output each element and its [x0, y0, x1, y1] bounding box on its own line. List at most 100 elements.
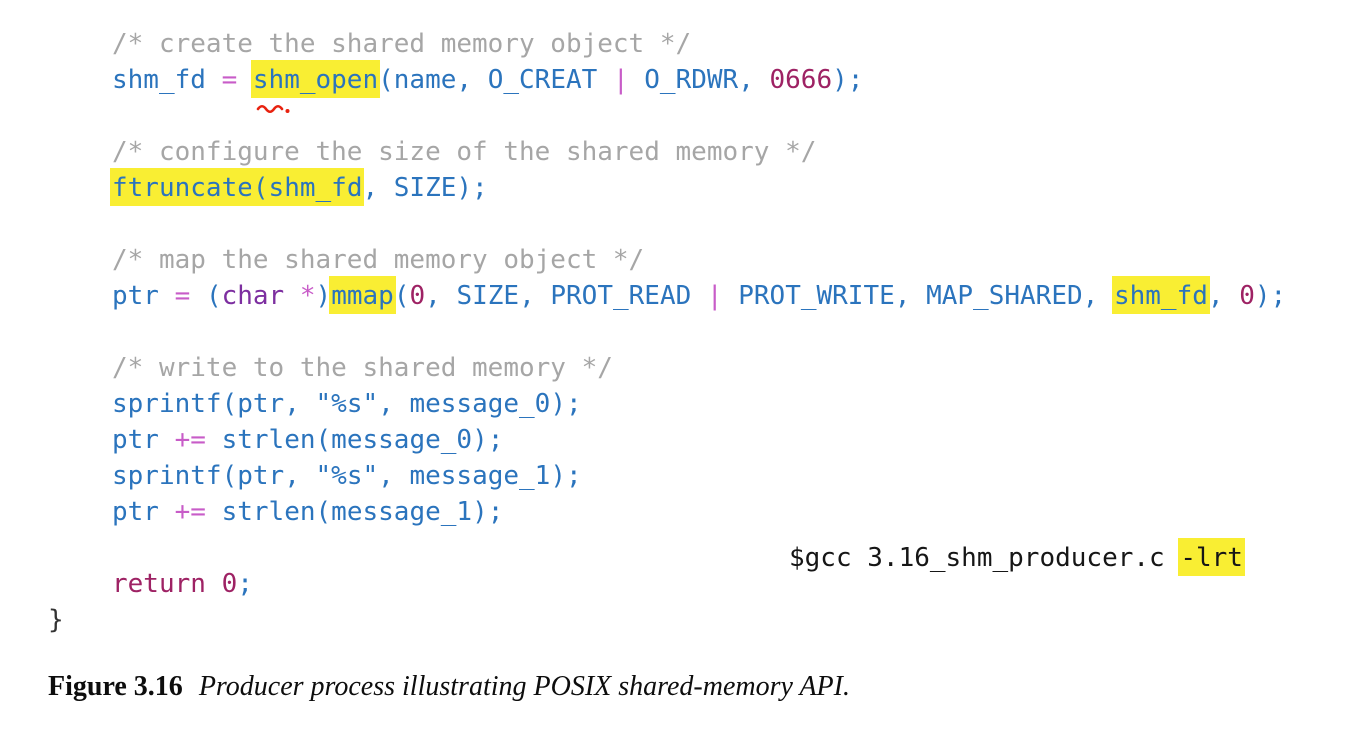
code-token: ,: [1207, 281, 1240, 311]
code-token: strlen: [221, 497, 316, 527]
code-token: );: [1254, 281, 1287, 311]
code-token: ,: [456, 65, 488, 95]
code-token: return: [112, 569, 222, 599]
code-token: O_RDWR: [644, 65, 739, 95]
code-token: ;: [237, 569, 253, 599]
code-token: |: [706, 281, 739, 311]
code-token: SIZE: [393, 173, 457, 203]
code-token: message_0: [331, 425, 473, 455]
code-token: 0666: [769, 65, 833, 95]
code-token: 0: [221, 569, 238, 599]
code-token: (: [315, 425, 332, 455]
code-line: ptr += strlen(message_1);: [48, 494, 1286, 530]
code-token: SIZE: [456, 281, 520, 311]
code-token: ,: [519, 281, 551, 311]
code-line: [48, 206, 1286, 242]
code-token: MAP_SHARED: [926, 281, 1083, 311]
highlighted-token: (: [250, 168, 271, 206]
code-token: PROT_READ: [550, 281, 707, 311]
code-token: /* configure the size of the shared memo…: [112, 137, 817, 167]
code-token: ptr: [237, 389, 285, 419]
code-token: message_0: [409, 389, 551, 419]
code-token: "%s": [315, 461, 379, 491]
code-token: ptr: [112, 425, 175, 455]
code-line: /* map the shared memory object */: [48, 242, 1286, 278]
highlighted-token: mmap: [329, 276, 396, 314]
code-token: sprintf: [112, 389, 222, 419]
code-token: );: [472, 497, 504, 527]
highlighted-token: shm_fd: [1111, 276, 1210, 314]
code-token: strlen: [221, 425, 316, 455]
code-line: return 0;: [48, 566, 1286, 602]
code-token: ,: [284, 389, 316, 419]
code-token: ,: [378, 389, 410, 419]
code-token: =: [174, 281, 206, 311]
highlighted-token: shm_open: [250, 60, 381, 98]
code-token: "%s": [315, 389, 379, 419]
code-token: }: [48, 605, 64, 635]
code-token: shm_fd: [112, 65, 222, 95]
highlighted-token: shm_fd: [266, 168, 365, 206]
figure-caption: Figure 3.16 Producer process illustrating…: [48, 671, 850, 703]
code-token: (: [205, 281, 222, 311]
code-token: ,: [362, 173, 394, 203]
code-token: );: [550, 389, 582, 419]
code-line: }: [48, 602, 1286, 638]
code-token: *: [299, 281, 316, 311]
code-token: ,: [425, 281, 457, 311]
code-token: ,: [1082, 281, 1114, 311]
code-token: $gcc 3.16_shm_producer.c: [789, 543, 1181, 573]
code-token: O_CREAT: [487, 65, 613, 95]
code-token: (: [221, 389, 238, 419]
code-line: sprintf(ptr, "%s", message_1);: [48, 458, 1286, 494]
figure-caption-text: Producer process illustrating POSIX shar…: [198, 671, 850, 702]
code-line: ftruncate(shm_fd, SIZE);: [48, 168, 1286, 206]
code-token: PROT_WRITE: [738, 281, 895, 311]
code-token: ptr: [237, 461, 285, 491]
code-line: [48, 314, 1286, 350]
code-token: name: [393, 65, 457, 95]
code-line: ptr = (char *)mmap(0, SIZE, PROT_READ | …: [48, 276, 1287, 314]
code-token: +=: [174, 497, 222, 527]
code-token: ptr: [112, 281, 175, 311]
code-token: (: [315, 497, 332, 527]
code-token: message_1: [409, 461, 551, 491]
code-line: [48, 98, 1286, 134]
figure-caption-label: Figure 3.16: [48, 671, 183, 702]
code-line: /* configure the size of the shared memo…: [48, 134, 1286, 170]
code-line: /* write to the shared memory */: [48, 350, 1286, 386]
code-token: /* create the shared memory object */: [112, 29, 692, 59]
code-token: /* map the shared memory object */: [112, 245, 645, 275]
code-token: sprintf: [112, 461, 222, 491]
code-token: );: [832, 65, 864, 95]
code-token: (: [393, 281, 410, 311]
code-token: );: [550, 461, 582, 491]
highlighted-token: ftruncate: [110, 168, 255, 206]
code-token: (: [378, 65, 394, 95]
code-token: =: [221, 65, 253, 95]
code-token: 0: [409, 281, 426, 311]
code-block: /* create the shared memory object */shm…: [48, 26, 1286, 638]
code-token: ,: [284, 461, 316, 491]
gcc-compile-note: $gcc 3.16_shm_producer.c -lrt: [789, 538, 1245, 576]
code-line: ptr += strlen(message_0);: [48, 422, 1286, 458]
code-token: message_1: [331, 497, 473, 527]
code-token: char: [221, 281, 300, 311]
code-token: /* write to the shared memory */: [112, 353, 613, 383]
code-token: 0: [1239, 281, 1255, 311]
spellcheck-squiggle-icon: [256, 101, 296, 117]
code-token: ,: [738, 65, 770, 95]
code-token: ,: [378, 461, 410, 491]
highlighted-token: -lrt: [1178, 538, 1245, 576]
code-token: ): [315, 281, 332, 311]
code-token: );: [472, 425, 504, 455]
code-line: shm_fd = shm_open(name, O_CREAT | O_RDWR…: [48, 60, 1286, 98]
code-token: );: [456, 173, 488, 203]
code-token: +=: [174, 425, 222, 455]
code-token: |: [612, 65, 645, 95]
code-token: ,: [894, 281, 927, 311]
code-token: (: [221, 461, 238, 491]
code-line: sprintf(ptr, "%s", message_0);: [48, 386, 1286, 422]
code-line: /* create the shared memory object */: [48, 26, 1286, 62]
